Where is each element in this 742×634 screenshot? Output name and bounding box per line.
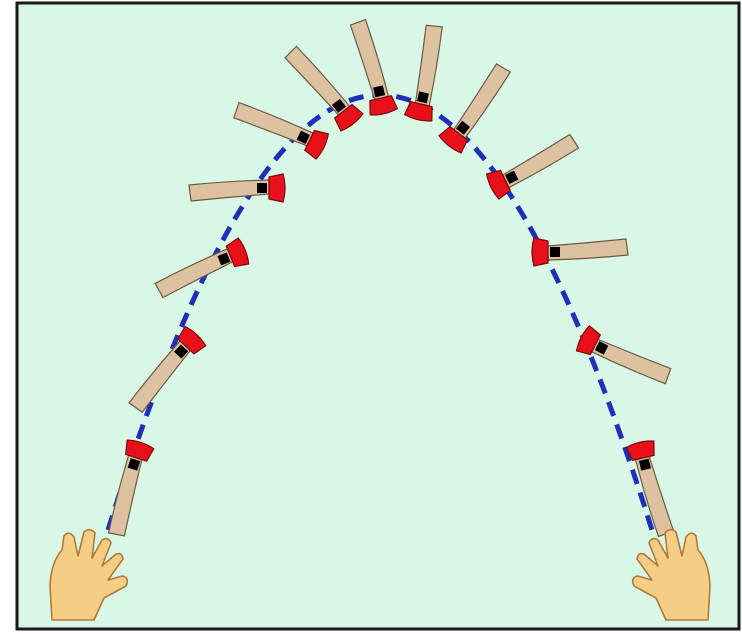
center-of-mass-marker [257, 183, 267, 193]
center-of-mass-marker [550, 247, 560, 257]
